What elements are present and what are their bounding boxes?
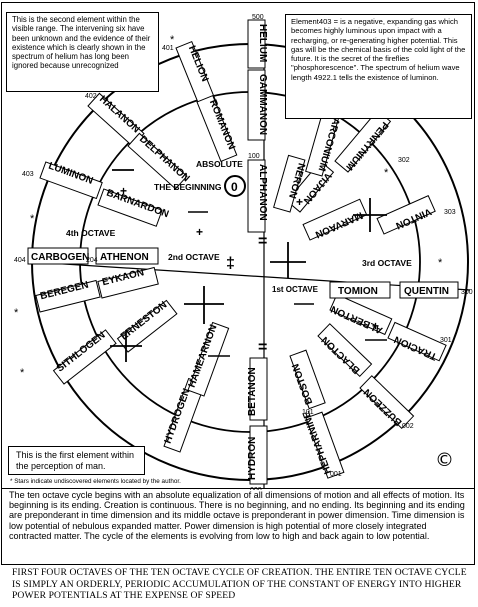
note-first-element: This is the first element within the per… <box>8 446 145 475</box>
octave-2nd-label: 2nd OCTAVE <box>168 252 220 262</box>
beginning-label: THE BEGINNING <box>154 182 222 192</box>
note-element-403: Element403 = is a negative, expanding ga… <box>285 14 472 119</box>
octave-4th-label: 4th OCTAVE <box>66 228 116 238</box>
number-101: 101 <box>302 409 314 416</box>
number-401: 401 <box>162 45 174 52</box>
element-box-helium: HELIUM <box>247 19 268 69</box>
element-box-vinton: VINTON <box>376 195 436 235</box>
element-box-alberton: ALBERTON <box>329 293 393 336</box>
divider <box>1 488 475 489</box>
element-box-beregen: BEREGEN <box>35 280 101 313</box>
absolute-label: ABSOLUTE <box>196 159 243 169</box>
octave-1st-label: 1st OCTAVE <box>272 285 319 294</box>
element-hydron-label: HYDRON <box>247 437 258 480</box>
element-box-hamearnon: HAMEARNON <box>187 321 230 397</box>
element-box-athenon <box>95 247 159 265</box>
number-300: 300 <box>461 289 473 296</box>
star-marker: * <box>438 257 443 269</box>
plus-small: + <box>196 225 203 239</box>
element-quentin-label: QUENTIN <box>404 286 449 297</box>
zero-circle <box>224 175 246 197</box>
element-gammanon-label: GAMMANON <box>257 74 268 135</box>
number-500: 500 <box>252 14 264 21</box>
double-plus-sign: ‡ <box>226 255 235 272</box>
element-box-hepharnine: HEPHARNINE <box>301 409 345 479</box>
element-box-tracion: TRACION <box>387 321 447 362</box>
zero-label: 0 <box>231 180 238 194</box>
number-100: 100 <box>248 153 260 160</box>
star-marker: * <box>14 307 19 319</box>
figure-caption: FIRST FOUR OCTAVES OF THE TEN OCTAVE CYC… <box>12 567 467 601</box>
number-204: 204 <box>86 257 98 264</box>
element-helium-label: HELIUM <box>257 24 268 62</box>
star-marker: * <box>170 34 175 46</box>
number-404: 404 <box>14 257 26 264</box>
description-text: The ten octave cycle begins with an abso… <box>9 490 465 541</box>
element-box-boston: BOSTON <box>289 349 326 410</box>
number-302: 302 <box>398 157 410 164</box>
element-box-eykaon: EYKAON <box>97 266 159 299</box>
element-box-romanon: ROMANON <box>196 94 238 162</box>
copyright-symbol: © <box>435 449 454 471</box>
element-box-blacton: BLACTON <box>317 323 373 377</box>
element-box-luminon: LUMINON <box>39 161 103 200</box>
stars-footnote: * Stars indicate undiscovered elements l… <box>10 478 181 485</box>
octave-diagram: HELIUM 500 GAMMANON ALPHANON 100 = HELIO… <box>14 14 473 490</box>
element-box-marvaon: MARVAON <box>302 198 368 241</box>
plus-small: + <box>372 319 379 333</box>
horizontal-axis <box>32 261 471 291</box>
sign-equals-top: = <box>258 233 267 250</box>
star-marker: * <box>20 367 25 379</box>
element-box-tomion <box>329 281 391 299</box>
number-002: 002 <box>402 423 414 430</box>
number-403: 403 <box>22 171 34 178</box>
element-alphanon-label: ALPHANON <box>257 164 268 221</box>
element-box-erneston: ERNESTON <box>116 300 178 353</box>
number-402: 402 <box>85 93 97 100</box>
star-marker: * <box>384 167 389 179</box>
star-marker: * <box>30 213 35 225</box>
plus-small: + <box>120 184 127 198</box>
element-box-gammanon: GAMMANON <box>247 69 268 141</box>
element-box-alphanon: ALPHANON <box>247 159 268 233</box>
number-001: 001 <box>330 471 342 478</box>
element-box-quentin <box>399 281 459 299</box>
element-box-betanon: BETANON <box>247 357 268 421</box>
sign-equals-bottom: = <box>258 339 267 356</box>
note-second-element: This is the second element within the vi… <box>6 12 159 92</box>
element-tomion-label: TOMION <box>338 286 378 297</box>
element-box-barnardon: BARNARDON <box>97 188 170 227</box>
number-301: 301 <box>440 337 452 344</box>
number-303: 303 <box>444 209 456 216</box>
element-betanon-label: BETANON <box>247 367 258 416</box>
diagram-frame <box>1 2 475 565</box>
element-box-hydron: HYDRON <box>247 425 268 485</box>
element-box-carbogen <box>27 247 89 265</box>
element-box-sithlogen: SITHLOGEN <box>52 329 117 385</box>
element-athenon-label: ATHENON <box>100 252 149 263</box>
octave-3rd-label: 3rd OCTAVE <box>362 258 412 268</box>
plus-small: + <box>296 195 303 209</box>
element-carbogen-label: CARBOGEN <box>31 252 89 263</box>
